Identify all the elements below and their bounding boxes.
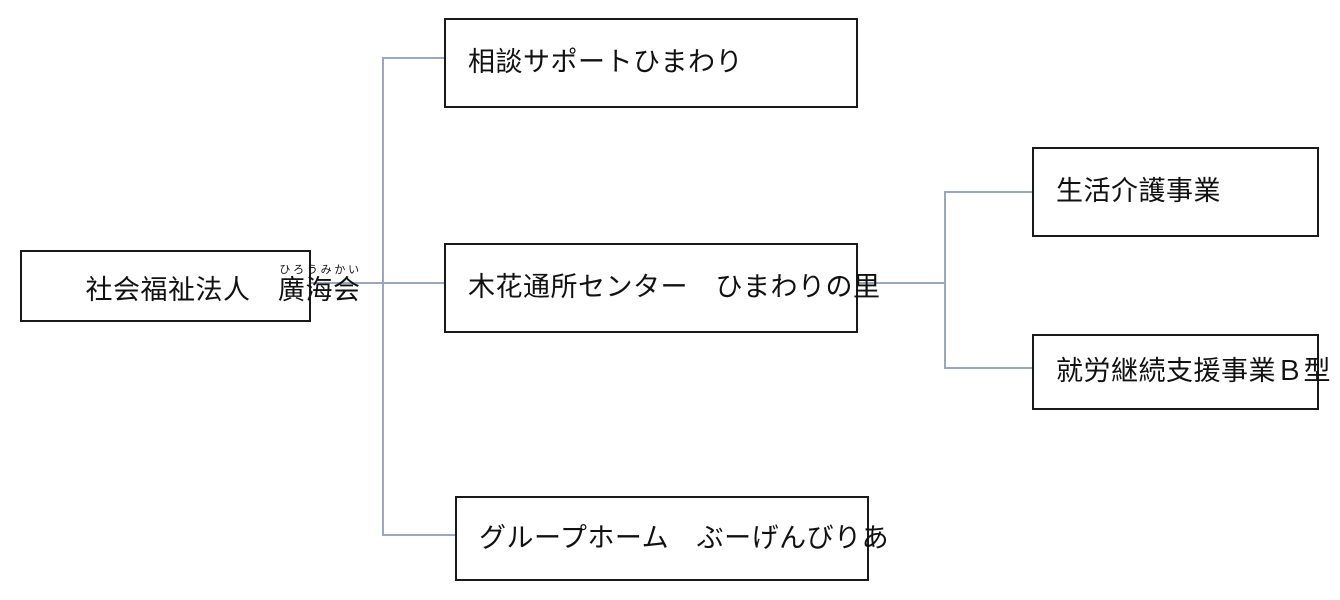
node-soudan-support-himawari-label: 相談サポートひまわり xyxy=(468,47,743,78)
node-seikatsu-kaigo-jigyou-label: 生活介護事業 xyxy=(1056,176,1221,207)
connector-trunk-to-child-bottom xyxy=(382,534,456,536)
node-root-text-prefix: 社会福祉法人 xyxy=(85,274,278,305)
node-group-home-bougenbiria-label: グループホーム ぶーげんびりあ xyxy=(479,522,890,553)
connector-root-to-trunk xyxy=(310,282,384,284)
node-shuurou-keizoku-shien-jigyou-b-gata-label: 就労継続支援事業Ｂ型 xyxy=(1056,356,1331,387)
node-root-ruby-base: 廣海会 xyxy=(278,274,361,305)
node-root-ruby: 廣海会ひろうみかい xyxy=(278,264,361,305)
connector-right-trunk-to-grandchild-bottom xyxy=(944,367,1034,369)
connector-right-trunk-vertical xyxy=(944,191,946,369)
node-root[interactable]: 社会福祉法人 廣海会ひろうみかい xyxy=(20,250,361,322)
node-group-home-bougenbiria[interactable]: グループホーム ぶーげんびりあ xyxy=(455,496,889,581)
node-root-ruby-furigana: ひろうみかい xyxy=(278,263,361,276)
connector-child-mid-to-right-trunk xyxy=(857,282,946,284)
node-seikatsu-kaigo-jigyou[interactable]: 生活介護事業 xyxy=(1032,147,1319,237)
connector-trunk-to-child-top xyxy=(382,57,445,59)
node-kibana-tsuusho-center[interactable]: 木花通所センター ひまわりの里 xyxy=(444,243,880,333)
connector-left-trunk-vertical xyxy=(382,57,384,536)
connector-right-trunk-to-grandchild-top xyxy=(944,191,1034,193)
node-soudan-support-himawari[interactable]: 相談サポートひまわり xyxy=(444,18,858,108)
node-shuurou-keizoku-shien-jigyou-b-gata[interactable]: 就労継続支援事業Ｂ型 xyxy=(1032,334,1331,410)
node-kibana-tsuusho-center-label: 木花通所センター ひまわりの里 xyxy=(468,272,881,303)
connector-trunk-to-child-mid xyxy=(382,282,445,284)
node-root-label: 社会福祉法人 廣海会ひろうみかい xyxy=(22,235,371,337)
